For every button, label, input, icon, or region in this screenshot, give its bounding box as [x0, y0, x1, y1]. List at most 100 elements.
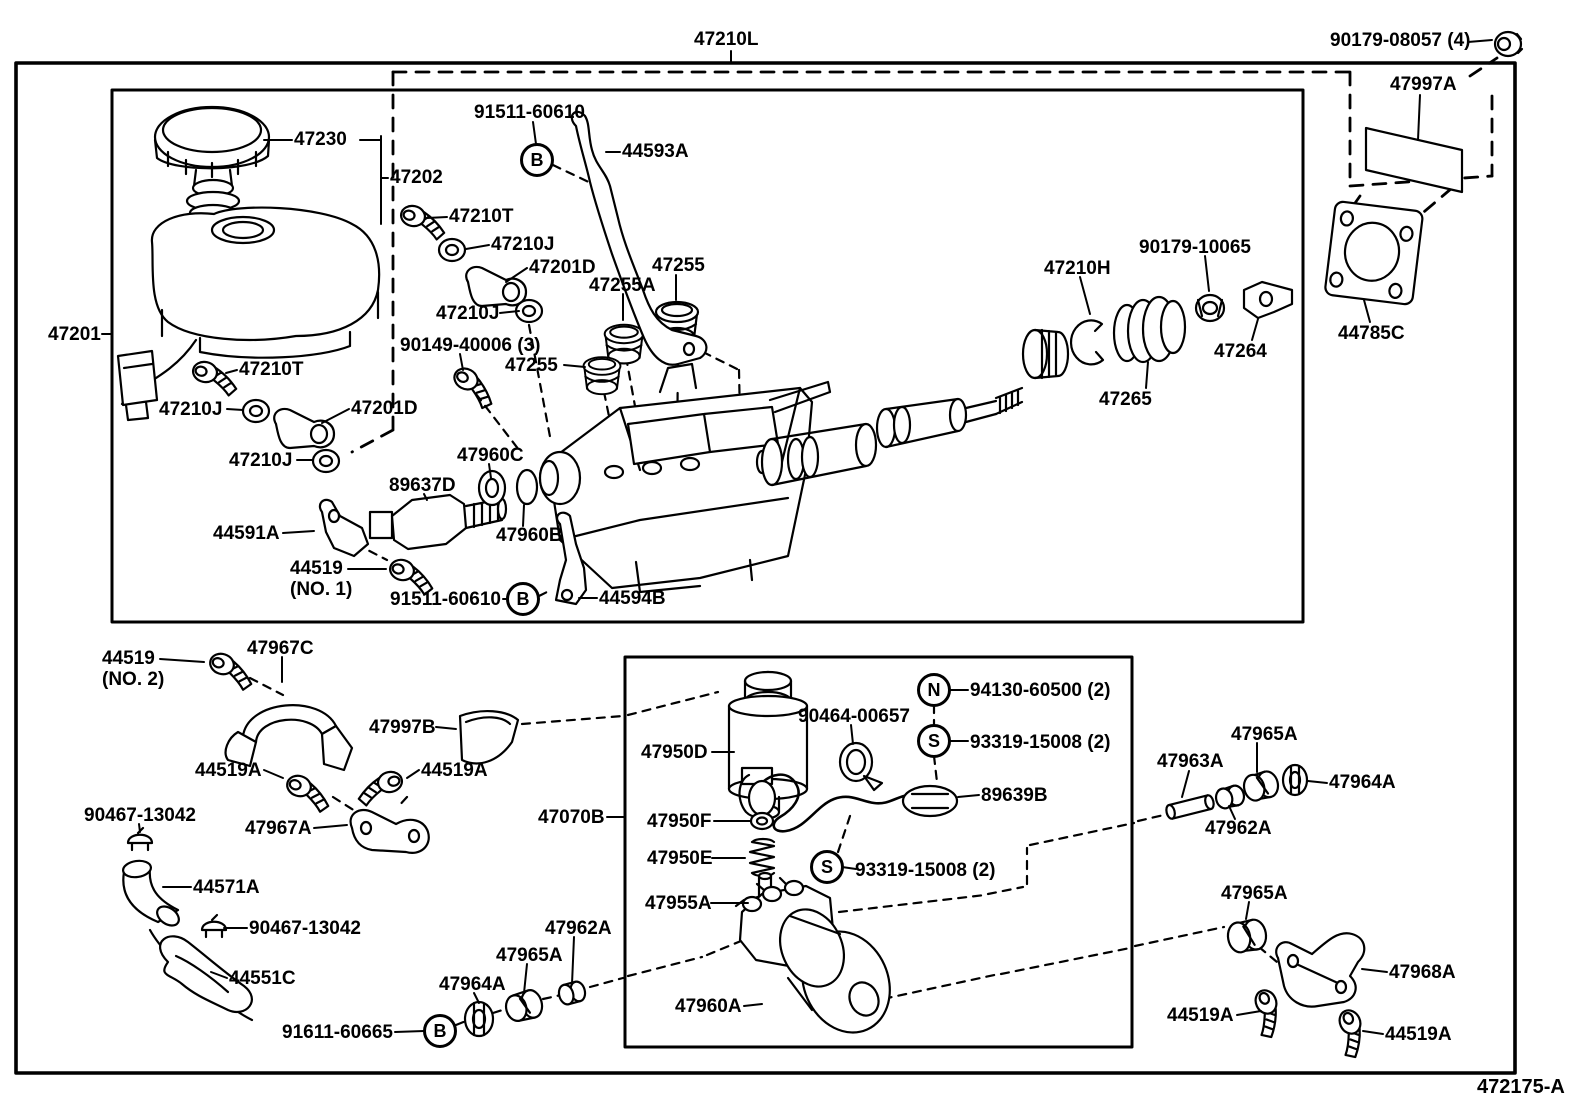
- pushrod-parts-drawings: [1021, 280, 1294, 380]
- leader-line: [1417, 94, 1421, 141]
- leader-line: [522, 504, 525, 527]
- part-label-47210j: 47210J: [159, 399, 223, 420]
- drawing-number: 472175-A: [1477, 1076, 1565, 1098]
- part-label-44785c: 44785C: [1338, 323, 1405, 344]
- leader-line: [465, 244, 490, 250]
- leader-line: [1228, 805, 1236, 820]
- leader-line: [1245, 901, 1250, 920]
- leader-line: [532, 121, 537, 145]
- leader-line: [473, 992, 480, 1004]
- master-cylinder-box: [110, 88, 1305, 624]
- outer-border: [14, 61, 1517, 1075]
- part-label-44519a: 44519A: [1167, 1005, 1234, 1026]
- leader-line: [282, 530, 315, 534]
- leader-line: [225, 369, 238, 374]
- part-label-44519a: 44519A: [195, 760, 262, 781]
- actuator-box: [623, 655, 1134, 1049]
- part-label-94130-60500-2: 94130-60500 (2): [970, 680, 1111, 701]
- leader-line: [505, 267, 528, 283]
- part-label-47210h: 47210H: [1044, 258, 1111, 279]
- leader-line: [459, 353, 464, 371]
- part-label-47955a: 47955A: [645, 893, 712, 914]
- part-label-47210j: 47210J: [436, 303, 500, 324]
- part-label-47264: 47264: [1214, 341, 1267, 362]
- part-label-90179-10065: 90179-10065: [1139, 237, 1251, 258]
- leader-line: [563, 364, 586, 368]
- part-label-47230: 47230: [294, 129, 347, 150]
- part-label-47950e: 47950E: [647, 848, 713, 869]
- harness-and-small-parts: [738, 741, 959, 928]
- piston-assembly-drawings: [755, 386, 1024, 487]
- part-label-47201d: 47201D: [351, 398, 418, 419]
- bracket-drawings-upper: [318, 110, 708, 606]
- leader-line: [313, 824, 348, 829]
- leader-line: [426, 216, 448, 219]
- part-label-91511-60610: 91511-60610: [474, 102, 585, 123]
- part-label-47210t: 47210T: [239, 359, 304, 380]
- leader-line: [1181, 770, 1190, 798]
- pump-motor-drawing: [734, 876, 891, 1034]
- leader-line: [1251, 318, 1259, 341]
- part-label-44591a: 44591A: [213, 523, 280, 544]
- leader-line: [841, 866, 857, 870]
- part-label-47965a: 47965A: [1221, 883, 1288, 904]
- leader-line: [210, 971, 228, 979]
- part-label-47963a: 47963A: [1157, 751, 1224, 772]
- part-label-44519-no-2: 44519 (NO. 2): [102, 648, 165, 690]
- part-label-47950d: 47950D: [641, 742, 708, 763]
- leader-line: [1307, 780, 1328, 784]
- leader-line: [226, 408, 244, 411]
- part-label-47964a: 47964A: [439, 974, 506, 995]
- part-label-44519-no-1: 44519 (NO. 1): [290, 558, 353, 600]
- part-label-47255: 47255: [505, 355, 558, 376]
- reservoir-cap-drawing: [153, 105, 271, 223]
- part-label-90467-13042: 90467-13042: [84, 805, 196, 826]
- part-label-47962a: 47962A: [545, 918, 612, 939]
- leader-lines: [101, 39, 1493, 1035]
- part-label-90467-13042: 90467-13042: [249, 918, 361, 939]
- part-label-47965a: 47965A: [1231, 724, 1298, 745]
- circled-marker-s: S: [917, 724, 951, 758]
- leader-line: [1363, 299, 1371, 323]
- part-label-47255: 47255: [652, 255, 705, 276]
- part-label-91611-60665: 91611-60665: [282, 1022, 393, 1043]
- part-label-93319-15008-2: 93319-15008 (2): [855, 860, 996, 881]
- part-label-47255a: 47255A: [589, 275, 656, 296]
- part-label-93319-15008-2: 93319-15008 (2): [970, 732, 1111, 753]
- circled-marker-b: B: [423, 1014, 457, 1048]
- leader-line: [743, 1003, 763, 1007]
- part-label-44519a: 44519A: [421, 760, 488, 781]
- leader-line: [957, 794, 980, 798]
- part-label-47960c: 47960C: [457, 445, 524, 466]
- leader-line: [1361, 968, 1388, 973]
- part-label-47950f: 47950F: [647, 811, 712, 832]
- part-label-47201: 47201: [48, 324, 101, 345]
- part-label-47965a: 47965A: [496, 945, 563, 966]
- circled-marker-s: S: [810, 850, 844, 884]
- part-label-47210l: 47210L: [694, 29, 759, 50]
- grommet-chain-left: [463, 980, 587, 1038]
- leader-line: [1467, 39, 1493, 43]
- master-cylinder-body-drawing: [538, 362, 832, 594]
- part-label-47202: 47202: [390, 167, 443, 188]
- gasket-plate-drawing: [1324, 30, 1524, 306]
- part-label-44593a: 44593A: [622, 141, 689, 162]
- part-label-47967a: 47967A: [245, 818, 312, 839]
- part-label-47201d: 47201D: [529, 257, 596, 278]
- part-label-47964a: 47964A: [1329, 772, 1396, 793]
- leader-line: [1362, 1030, 1384, 1035]
- part-label-47210j: 47210J: [229, 450, 293, 471]
- part-label-90149-40006-3: 90149-40006 (3): [400, 335, 541, 356]
- leader-line: [1236, 1010, 1262, 1016]
- mid-left-hardware: [121, 649, 520, 1022]
- part-label-44594b: 44594B: [599, 588, 666, 609]
- leader-line: [571, 936, 575, 985]
- part-label-47960b: 47960B: [496, 525, 563, 546]
- leader-line: [1079, 276, 1091, 315]
- leader-line: [138, 823, 141, 833]
- leader-line: [321, 408, 350, 424]
- part-label-44551c: 44551C: [229, 968, 296, 989]
- leader-line: [499, 310, 520, 314]
